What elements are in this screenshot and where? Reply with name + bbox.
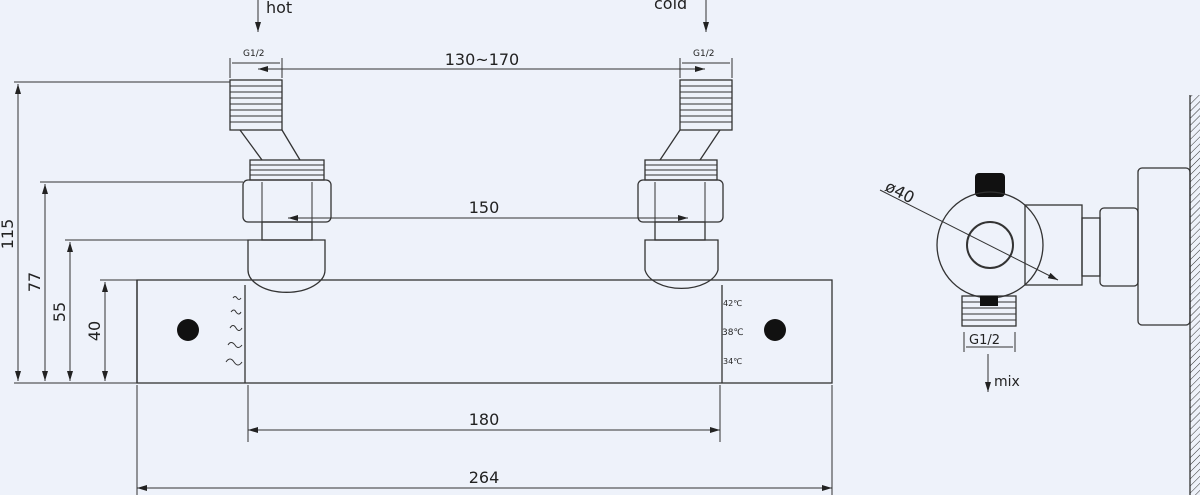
side-view	[879, 95, 1200, 495]
mounting-hole-right	[764, 319, 786, 341]
dim-height-body-label: 40	[85, 321, 104, 341]
thread-cold-label: G1/2	[693, 49, 714, 59]
hot-label: hot	[266, 0, 292, 17]
temp-high-label: 42℃	[723, 299, 742, 308]
temp-low-label: 34℃	[723, 357, 742, 366]
dim-height-hump-label: 55	[50, 302, 69, 322]
temperature-scale-icon	[225, 296, 243, 366]
cold-inlet-assembly	[637, 79, 733, 289]
thread-hot-label: G1/2	[243, 49, 264, 59]
dim-height-total-label: 115	[0, 219, 17, 250]
mix-label: mix	[994, 374, 1020, 390]
valve-body	[136, 279, 833, 384]
dim-control-span-label: 180	[469, 410, 500, 429]
knob-icon	[975, 173, 1005, 197]
cold-label: cold	[654, 0, 687, 13]
dim-total-length-label: 264	[469, 468, 500, 487]
dim-body-spacing-label: 150	[469, 198, 500, 217]
dim-height-nut-label: 77	[25, 272, 44, 292]
dim-inlet-spacing-label: 130~170	[445, 50, 519, 69]
diameter-label: ø40	[882, 177, 917, 208]
mounting-hole-left	[177, 319, 199, 341]
temp-mid-label: 38℃	[722, 328, 744, 338]
hot-inlet-assembly	[229, 79, 332, 293]
thread-mix-label: G1/2	[969, 333, 1000, 348]
